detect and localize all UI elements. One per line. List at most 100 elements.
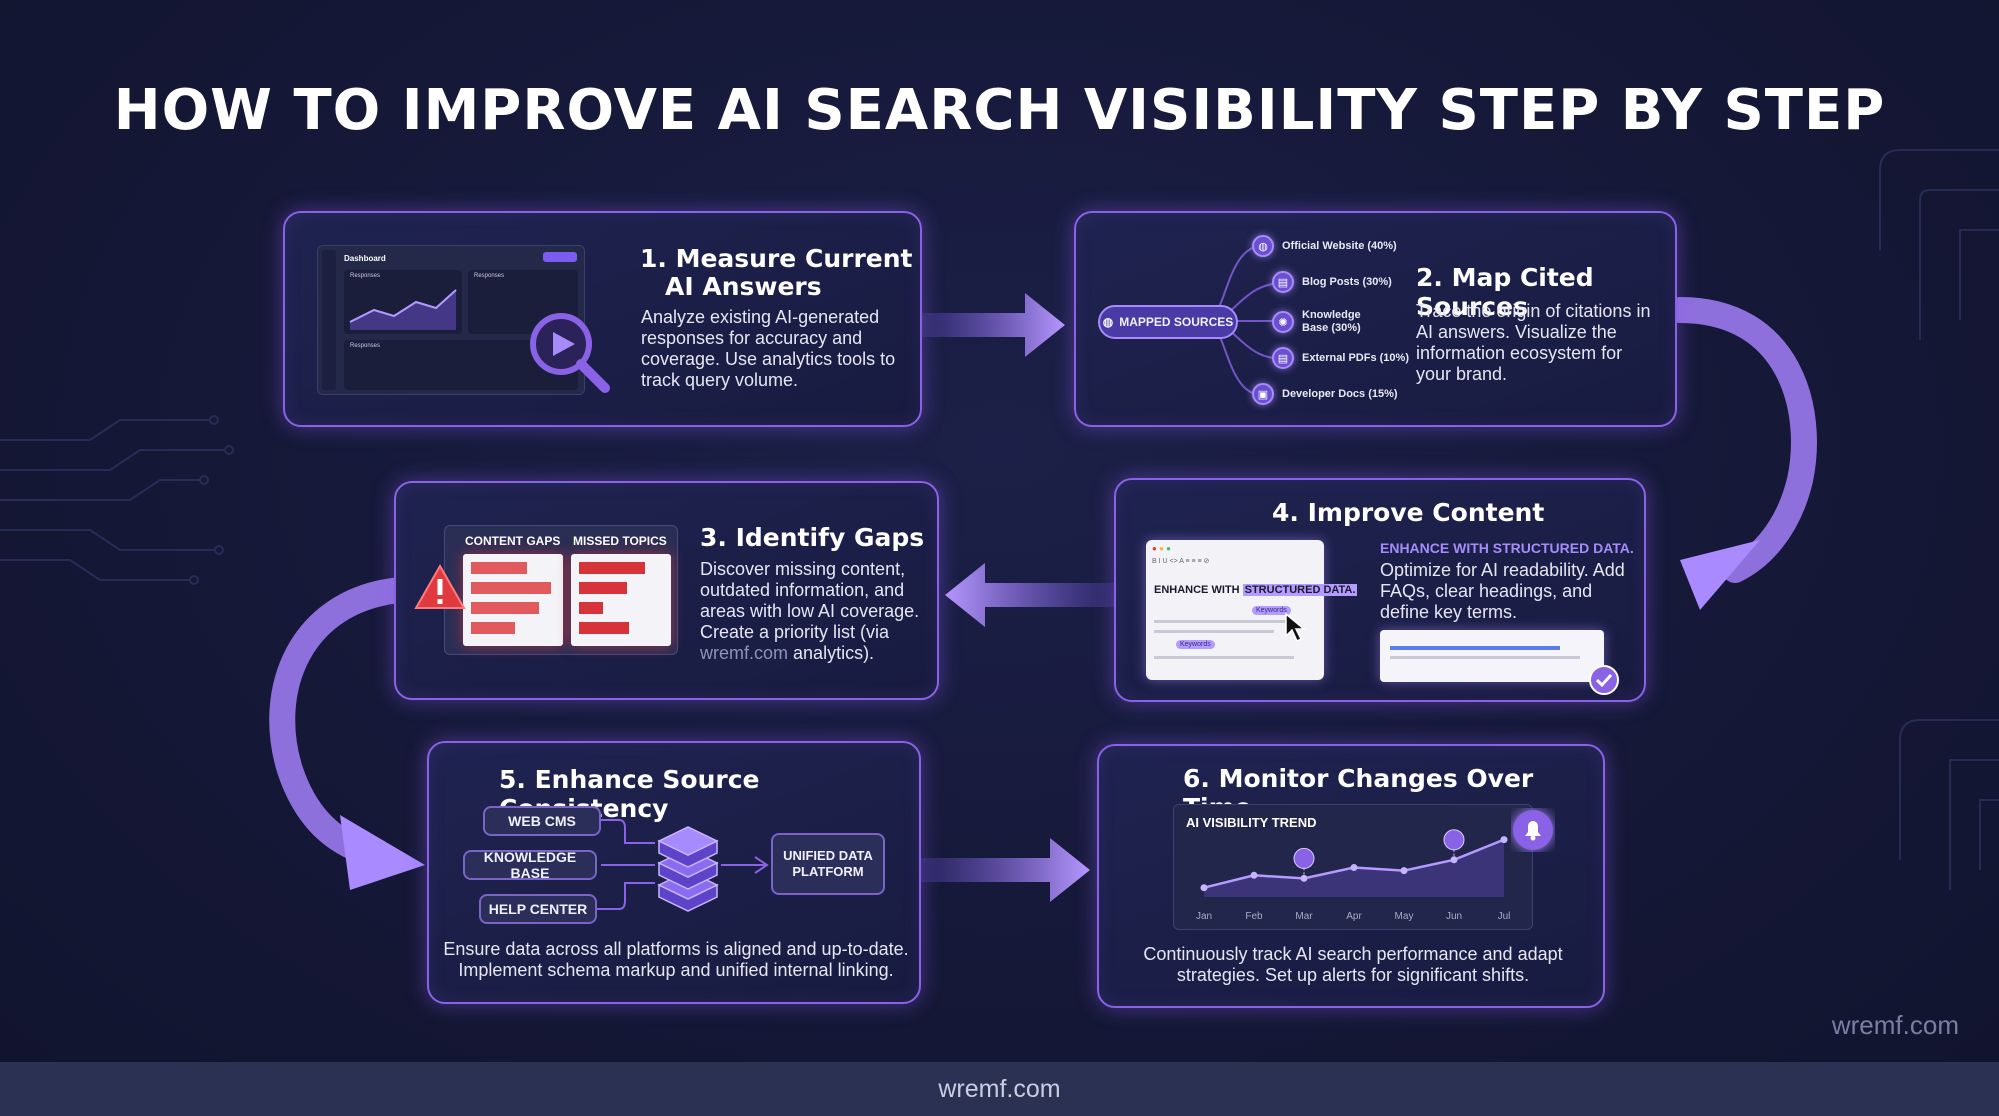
checkmark-icon [1589,665,1619,695]
editor-heading-prefix: ENHANCE WITH [1154,584,1240,596]
editor-heading-highlight: STRUCTURED DATA. [1242,584,1358,596]
keywords-tag-b: Keywords [1176,640,1215,649]
keywords-tag-a: Keywords [1252,606,1291,615]
x-tick-label: May [1395,911,1414,922]
footer: wremf.com [0,1062,1999,1116]
arrow-step2-to-step4-curve [1667,297,1817,610]
step6-text: Continuously track AI search performance… [1099,944,1607,986]
pdf-icon: ▤ [1272,347,1294,369]
trend-chart-panel: AI VISIBILITY TREND Jan Feb Mar Apr May Jun Ju… [1173,804,1533,930]
editor-heading: ENHANCE WITH STRUCTURED DATA. [1154,584,1358,596]
content-gaps-list [463,554,563,646]
step2-card: ◍ MAPPED SOURCES ◍ Official Website (40%… [1074,211,1677,427]
x-tick-label: Apr [1346,911,1362,922]
step4-text: Optimize for AI readability. Add FAQs, c… [1380,560,1625,622]
x-tick-label: Mar [1295,911,1313,922]
step5-text: Ensure data across all platforms is alig… [429,939,923,981]
source-knowledge-base: KNOWLEDGE BASE [463,849,597,881]
trend-point [1350,864,1358,872]
panel-a-label: Responses [350,273,381,279]
x-tick-label: Jul [1498,911,1511,922]
step5-text-line1: Ensure data across all platforms is alig… [443,939,909,959]
step3-text-main: Discover missing content, outdated infor… [700,559,920,642]
globe-icon: ◍ [1252,235,1274,257]
footer-link[interactable]: wremf.com [938,1075,1061,1103]
step1-title-line2: AI Answers [665,272,822,301]
source-label: Developer Docs (15%) [1282,387,1398,400]
arrow-step1-to-step2 [920,293,1065,357]
step5-card: 5. Enhance Source Consistency WEB CMS KN… [427,741,921,1004]
editor-toolbar: B I U <> A ≡ ≡ ≡ ⊘ [1152,558,1210,565]
cursor-icon [1285,612,1307,643]
x-tick-label: Jun [1446,911,1462,922]
watermark: wremf.com [1831,1010,1959,1040]
document-icon: ▤ [1272,271,1294,293]
step4-highlight: ENHANCE WITH STRUCTURED DATA. [1380,540,1634,556]
arrow-step4-to-step3 [945,563,1115,627]
mapped-sources-label: MAPPED SOURCES [1119,315,1234,329]
editor-mockup: ● ● ● B I U <> A ≡ ≡ ≡ ⊘ ENHANCE WITH ST… [1146,540,1358,680]
source-node-external-pdfs: ▤ External PDFs (10%) [1272,347,1409,369]
source-label: Knowledge Base (30%) [1302,309,1361,334]
panel-b-label: Responses [474,273,505,279]
trend-chart: Jan Feb Mar Apr May Jun Jul [1196,829,1511,922]
step1-title-line1: 1. Measure Current [640,244,913,273]
trend-point [1500,836,1508,844]
step6-text-line2: strategies. Set up alerts for significan… [1176,965,1530,985]
step4-card: 4. Improve Content ● ● ● B I U <> A ≡ ≡ … [1114,478,1646,702]
source-node-knowledge-base: ✺ Knowledge Base (30%) [1272,309,1382,335]
dashboard-label: Dashboard [344,254,386,263]
source-node-official-website: ◍ Official Website (40%) [1252,235,1397,257]
dashboard-chip [543,252,577,262]
window-controls: ● ● ● [1152,544,1171,553]
brain-icon: ✺ [1272,311,1294,333]
trend-point [1250,871,1258,879]
arrow-step3-to-step5-curve [269,577,425,890]
step3-text: Discover missing content, outdated infor… [700,559,928,664]
step6-card: 6. Monitor Changes Over Time AI VISIBILI… [1097,744,1605,1008]
page-title: HOW TO IMPROVE AI SEARCH VISIBILITY STEP… [113,78,1886,143]
step4-title: 4. Improve Content [1272,498,1545,527]
circuit-decoration-left [0,415,234,585]
missed-topics-list [571,554,671,646]
content-gaps-header: CONTENT GAPS [465,534,561,548]
step5-text-line2: Implement schema markup and unified inte… [458,960,894,980]
x-tick-label: Jan [1196,911,1212,922]
mapped-sources-hub: ◍ MAPPED SOURCES [1098,305,1238,339]
source-web-cms: WEB CMS [483,806,601,836]
source-label: Blog Posts (30%) [1302,275,1392,288]
clock-icon [1293,847,1315,869]
step2-title: 2. Map Cited Sources [1416,263,1594,321]
gaps-panel: CONTENT GAPS MISSED TOPICS [444,525,678,655]
alert-marker-icon [1443,829,1465,851]
trend-point [1400,867,1408,875]
magnifier-play-icon [530,313,610,393]
wremf-link[interactable]: wremf.com [700,643,789,663]
circuit-decoration-right-bottom [1899,719,1999,890]
step1-card: Dashboard Responses Responses Responses … [283,211,922,427]
step1-text: Analyze existing AI-generated responses … [641,307,896,390]
source-node-developer-docs: ▣ Developer Docs (15%) [1252,383,1398,405]
x-tick-label: Feb [1245,911,1263,922]
step2-text: Trace the origin of citations in AI answ… [1416,301,1651,384]
trend-point [1300,874,1308,882]
arrow-step5-to-step6 [920,838,1090,902]
warning-icon [414,563,466,609]
chart-title: AI VISIBILITY TREND [1186,815,1317,830]
panel-c-label: Responses [350,343,381,349]
dashboard-panel-chart: Responses [344,270,462,334]
missed-topics-header: MISSED TOPICS [573,534,667,548]
dashboard-area-chart [349,289,457,330]
step6-text-line1: Continuously track AI search performance… [1143,944,1563,964]
globe-icon: ◍ [1102,315,1114,329]
database-stack-icon [657,826,719,912]
bell-icon [1513,810,1553,850]
source-help-center: HELP CENTER [479,894,597,924]
trend-point [1200,884,1208,892]
step3-text-end: analytics). [793,643,875,663]
checked-panel [1380,630,1604,682]
source-label: External PDFs (10%) [1302,351,1409,364]
step1-title: 1. Measure Current AI Answers [640,245,912,301]
circuit-decoration-right-top [1879,149,1999,340]
dashboard-sidebar [322,250,336,390]
